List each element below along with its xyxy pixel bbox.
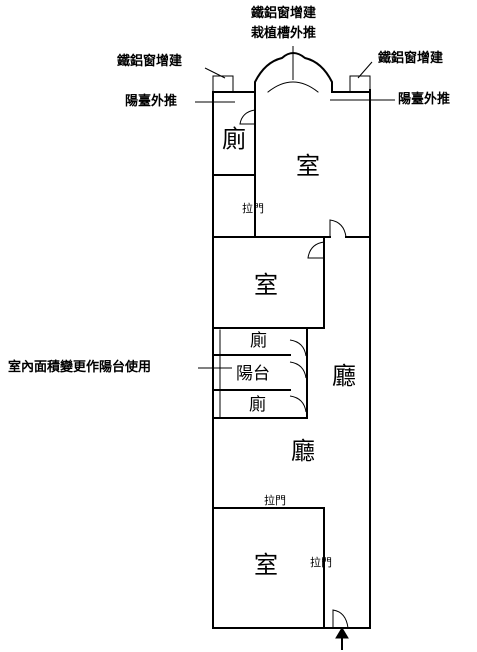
window-box-left (212, 75, 234, 93)
door-swing-mid-room (307, 241, 325, 259)
room-bedroom-mid: 室 (254, 271, 278, 299)
label-window-top-line1: 鐵鋁窗增建 (251, 6, 317, 21)
label-interior-note: 室內面積變更作陽台使用 (8, 360, 152, 375)
room-toilet-low: 廁 (249, 395, 266, 415)
label-window-right: 鐵鋁窗增建 (378, 51, 444, 66)
room-bedroom-bottom: 室 (254, 551, 278, 579)
leader-window-left (204, 67, 226, 79)
leader-window-right (357, 61, 373, 79)
label-window-top-line2: 栽植槽外推 (251, 26, 317, 41)
label-sliding-top: 拉門 (242, 202, 264, 215)
room-toilet-top: 廁 (222, 125, 246, 153)
door-swing-toilet-mid (289, 339, 307, 357)
room-balcony-mid: 陽台 (236, 364, 270, 384)
label-balcony-left: 陽臺外推 (125, 94, 178, 109)
room-hall-center: 廳 (291, 437, 315, 465)
label-sliding-bottom-v: 拉門 (310, 556, 332, 569)
door-swing-top-toilet (239, 109, 256, 125)
door-swing-toilet-low (289, 395, 307, 413)
door-swing-balcony (289, 361, 307, 379)
room-toilet-mid: 廁 (250, 331, 267, 351)
door-swing-entry (332, 609, 349, 629)
label-window-left: 鐵鋁窗增建 (117, 54, 183, 69)
door-swing-top-room (329, 219, 347, 238)
label-sliding-bottom-h: 拉門 (264, 494, 286, 507)
window-box-right (349, 75, 371, 93)
label-balcony-right: 陽臺外推 (398, 92, 451, 107)
room-bedroom-top: 室 (296, 152, 320, 180)
room-hall-right: 廳 (332, 362, 356, 390)
entry-arrow-head (335, 627, 349, 639)
planter-curve (267, 81, 319, 93)
